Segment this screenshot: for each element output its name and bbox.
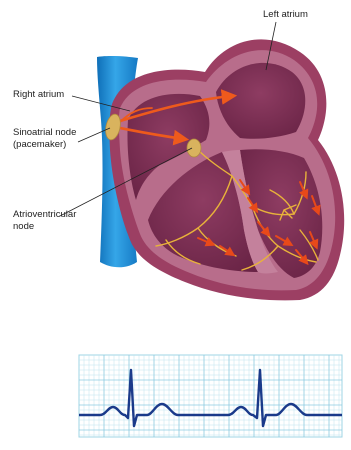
left-atrium-label-text: Left atrium [263,9,308,21]
ecg-strip [79,355,342,437]
right-atrium-label: Right atrium [13,89,64,101]
atrioventricular-node-label-line1: Atrioventricular [13,209,76,221]
atrioventricular-node-label: Atrioventricular node [13,209,76,232]
left-atrium-label: Left atrium [263,9,308,21]
sinoatrial-node-label-line1: Sinoatrial node [13,127,76,139]
sinoatrial-node-label-line2: (pacemaker) [13,139,76,151]
atrioventricular-node-label-line2: node [13,221,76,233]
right-atrium-label-text: Right atrium [13,89,64,101]
sinoatrial-node-label: Sinoatrial node (pacemaker) [13,127,76,150]
atrioventricular-node [187,139,201,157]
